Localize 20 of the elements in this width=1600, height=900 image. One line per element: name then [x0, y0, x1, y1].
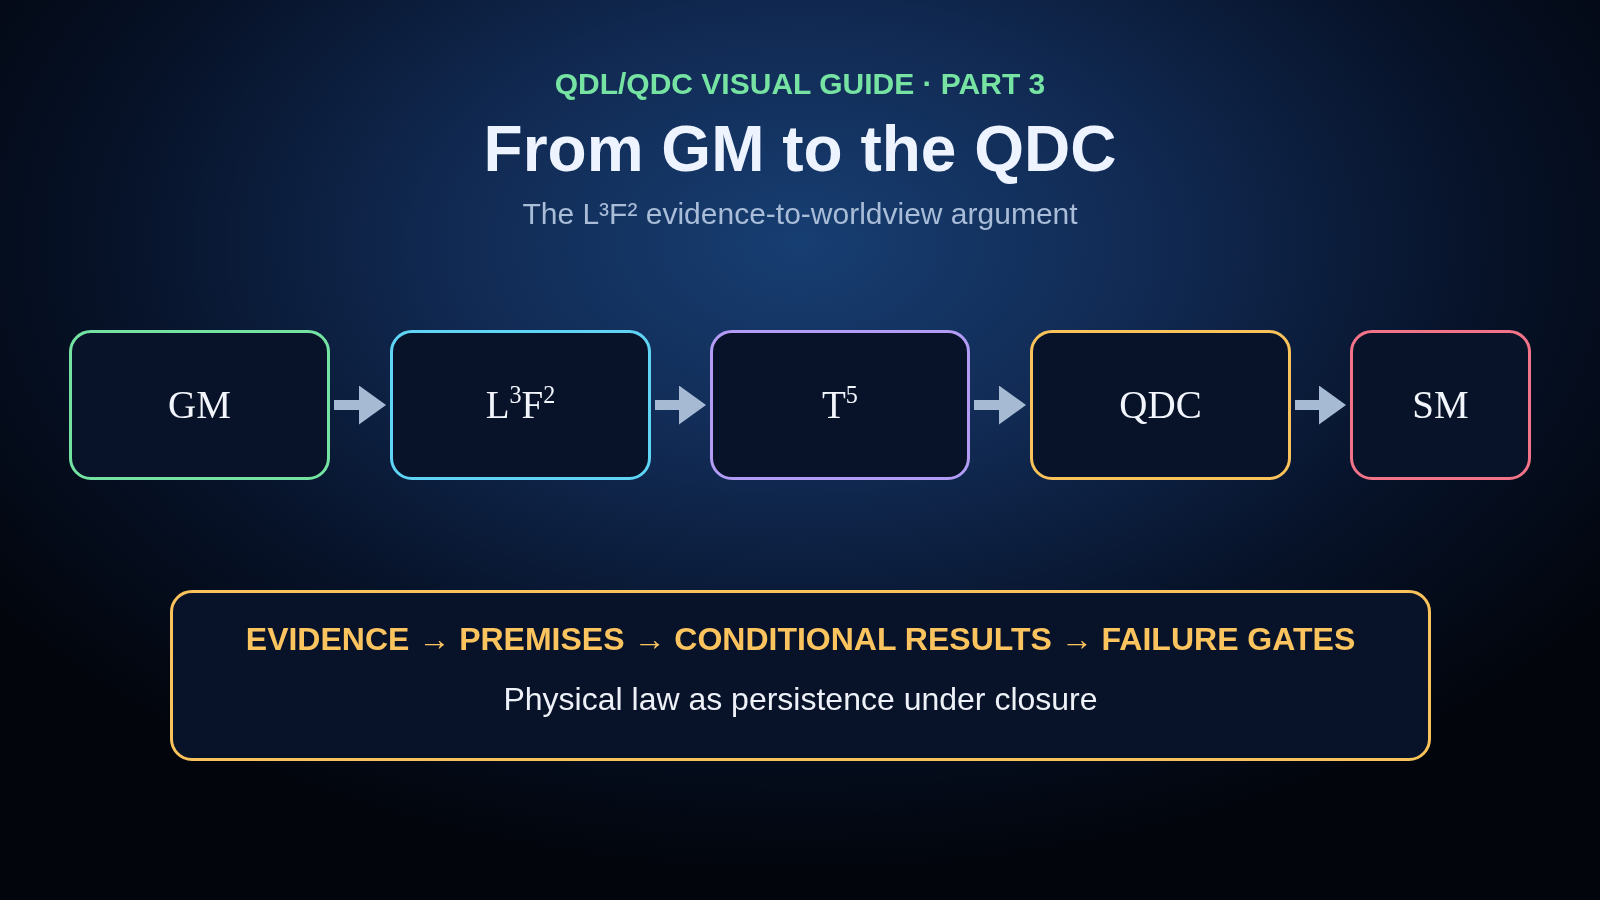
node-label: QDC	[1119, 383, 1202, 427]
arrow	[974, 385, 1026, 425]
title-text: From GM to the QDC	[483, 113, 1117, 187]
node-label: L$^{3}$F$^{2}$	[485, 383, 556, 427]
process-box	[1030, 330, 1291, 480]
node-label: SM	[1412, 383, 1469, 427]
summary-panel	[170, 590, 1431, 761]
node-label: GM	[168, 383, 231, 427]
node-label: T$^{5}$	[822, 383, 858, 427]
kicker-text: QDL/QDC VISUAL GUIDE · PART 3	[554, 67, 1046, 102]
panel-heading: EVIDENCE → PREMISES → CONDITIONAL RESULTS → FAILURE GATES	[245, 621, 1356, 658]
process-box	[710, 330, 970, 480]
process-box	[1350, 330, 1531, 480]
process-box	[69, 330, 330, 480]
arrow	[334, 385, 386, 425]
arrow	[1295, 385, 1346, 425]
panel-text: Physical law as persistence under closure	[503, 681, 1098, 718]
subtitle-text: The L³F² evidence-to-worldview argument	[522, 197, 1078, 232]
arrow	[655, 385, 706, 425]
process-box	[390, 330, 651, 480]
